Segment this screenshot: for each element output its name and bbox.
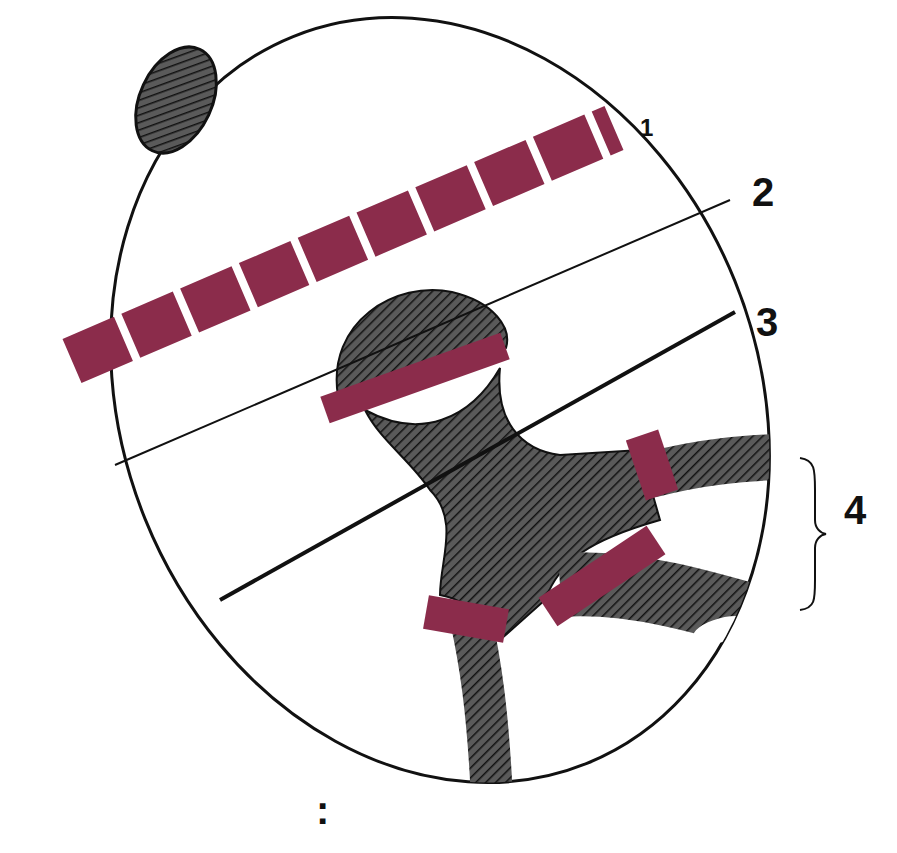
callout-number: : (316, 790, 329, 830)
marked-band (72, 128, 614, 361)
bracket (800, 458, 826, 610)
section-line (220, 312, 735, 600)
callout-number: 1 (640, 116, 653, 140)
callout-number: 3 (756, 302, 778, 342)
callout-number: 2 (752, 172, 774, 212)
callout-number: 4 (844, 490, 866, 530)
marker-bars (325, 346, 662, 626)
polar-body (120, 34, 233, 166)
section-line (115, 200, 730, 465)
